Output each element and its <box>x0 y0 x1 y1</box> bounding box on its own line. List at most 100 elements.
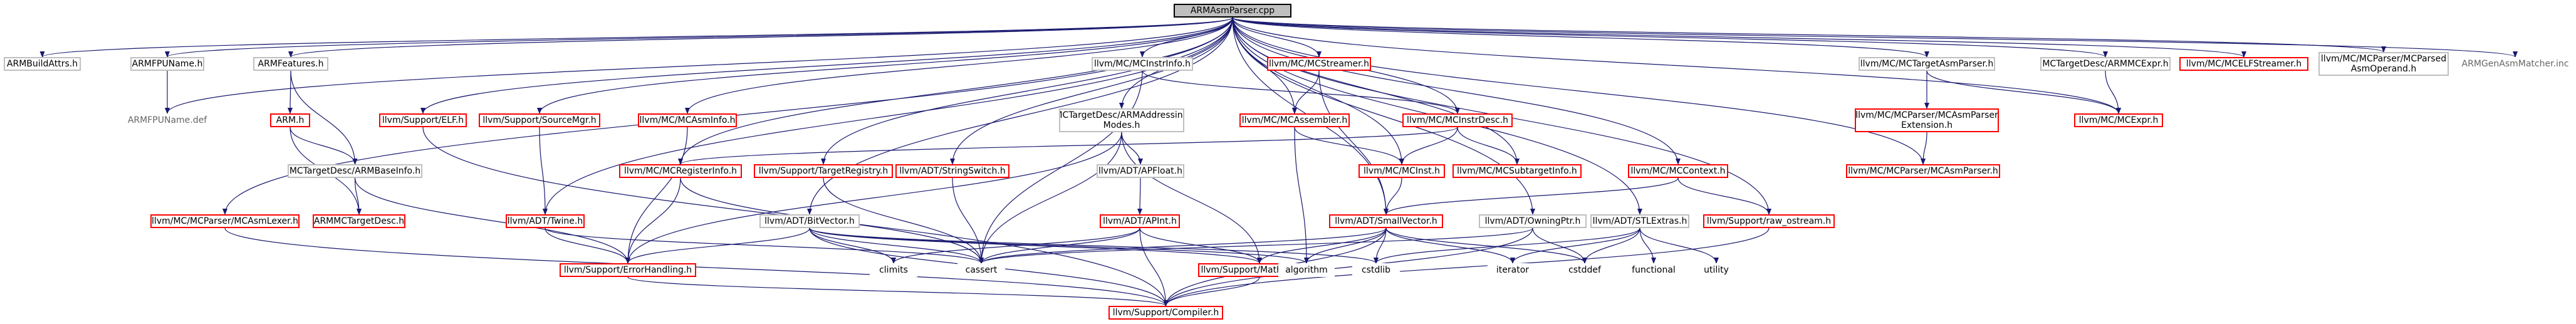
node-armgenasmmatcher-inc[interactable]: ARMGenAsmMatcher.inc <box>2459 57 2572 71</box>
node-climits[interactable]: climits <box>870 263 917 277</box>
node-armmcexpr[interactable]: MCTargetDesc/ARMMCExpr.h <box>2040 57 2171 71</box>
node-mc-mcasmparserextension[interactable]: llvm/MC/MCParser/MCAsmParser Extension.h <box>1855 108 1999 132</box>
node-mc-mcasminfo[interactable]: llvm/MC/MCAsmInfo.h <box>638 113 737 127</box>
edge-targetregistry-to-cassert <box>823 177 984 264</box>
edge-mcstreamer-to-mcassembler <box>1292 70 1320 114</box>
node-mc-mcasmparser[interactable]: llvm/MC/MCParser/MCAsmParser.h <box>1846 164 2000 178</box>
node-utility[interactable]: utility <box>1693 263 1739 277</box>
node-adt-twine[interactable]: llvm/ADT/Twine.h <box>506 214 585 228</box>
node-armbuildattrs[interactable]: ARMBuildAttrs.h <box>4 57 81 71</box>
edge-root-to-stringswitch <box>950 17 1233 165</box>
edge-mccontext-to-smallvector <box>1384 177 1679 215</box>
node-cassert[interactable]: cassert <box>957 263 1005 277</box>
edge-armbaseinfo-to-armmctargetdesc <box>354 177 362 215</box>
edge-root-to-armfeatures <box>288 17 1233 58</box>
edge-smallvector-to-algorithm <box>1304 227 1387 264</box>
node-armaddressingmodes[interactable]: MCTargetDesc/ARMAddressing Modes.h <box>1059 108 1184 132</box>
edge-mcinstrdesc-to-mcsubtargetinfo <box>1457 127 1520 165</box>
edge-stlextras-to-cstddef <box>1582 227 1640 264</box>
edge-sourcemgr-to-twine <box>539 127 548 215</box>
node-mc-mcregisterinfo[interactable]: llvm/MC/MCRegisterInfo.h <box>619 164 742 178</box>
edge-mcinstrinfo-to-mcinstrdesc <box>1142 70 1460 114</box>
edge-root-to-elf <box>420 17 1233 114</box>
node-mcasmlexer[interactable]: llvm/MC/MCParser/MCAsmLexer.h <box>150 214 300 228</box>
node-mc-mcinst[interactable]: llvm/MC/MCInst.h <box>1358 164 1445 178</box>
node-mc-mctargetasmparser[interactable]: llvm/MC/MCTargetAsmParser.h <box>1859 57 1995 71</box>
node-adt-bitvector[interactable]: llvm/ADT/BitVector.h <box>759 214 860 228</box>
edge-root-to-mcregisterinfo <box>678 17 1233 165</box>
edge-stlextras-to-iterator <box>1510 227 1640 264</box>
node-armfpuname-h[interactable]: ARMFPUName.h <box>130 57 204 71</box>
edge-twine-to-errorhandling <box>545 227 630 264</box>
edge-bitvector-to-mathextras <box>809 227 1262 264</box>
edge-mcassembler-to-mcinst <box>1294 127 1404 165</box>
node-mc-mcexpr[interactable]: llvm/MC/MCExpr.h <box>2074 113 2163 127</box>
node-armmctargetdesc[interactable]: ARMMCTargetDesc.h <box>313 214 405 228</box>
edge-root-to-mcasminfo <box>685 17 1233 114</box>
node-cstdlib[interactable]: cstdlib <box>1352 263 1400 277</box>
node-mc-mcstreamer[interactable]: llvm/MC/MCStreamer.h <box>1267 57 1371 71</box>
node-mc-mcinstrinfo[interactable]: llvm/MC/MCInstrInfo.h <box>1092 57 1193 71</box>
node-algorithm[interactable]: algorithm <box>1278 263 1335 277</box>
edge-armaddrmodes-to-mathextras <box>1121 132 1262 264</box>
edge-root-to-armmcexpr <box>1232 17 2108 58</box>
node-mc-mcinstrdesc[interactable]: llvm/MC/MCInstrDesc.h <box>1402 113 1513 127</box>
node-iterator[interactable]: iterator <box>1488 263 1538 277</box>
node-adt-stlextras[interactable]: llvm/ADT/STLExtras.h <box>1590 214 1689 228</box>
edge-stlextras-to-utility <box>1639 227 1719 264</box>
edge-smallvector-to-cassert <box>979 227 1387 264</box>
node-armfeatures[interactable]: ARMFeatures.h <box>253 57 328 71</box>
node-mc-mcassembler[interactable]: llvm/MC/MCAssembler.h <box>1239 113 1350 127</box>
edge-smallvector-to-mathextras <box>1257 227 1387 264</box>
edge-mcasminfo-to-errorhandling <box>625 127 688 264</box>
node-support-targetregistry[interactable]: llvm/Support/TargetRegistry.h <box>754 164 893 178</box>
node-mc-mcparsedasmoperand[interactable]: llvm/MC/MCParser/MCParsed AsmOperand.h <box>2318 52 2449 76</box>
edge-bitvector-to-cstdlib <box>809 227 1379 264</box>
node-support-compiler[interactable]: llvm/Support/Compiler.h <box>1108 306 1223 320</box>
edge-root-to-mcinst <box>1232 17 1404 165</box>
node-support-elf[interactable]: llvm/Support/ELF.h <box>379 113 467 127</box>
edge-apint-to-mathextras <box>1139 227 1262 264</box>
edge-twine-to-cassert <box>545 227 984 264</box>
edge-rawostream-to-compiler <box>1163 227 1770 306</box>
edge-armaddrmodes-to-cassert <box>979 132 1122 264</box>
edge-armmcexpr-to-mcexpr <box>2105 70 2121 114</box>
edge-root-to-armbuildattrs <box>40 17 1233 58</box>
node-mc-mcsubtargetinfo[interactable]: llvm/MC/MCSubtargetInfo.h <box>1452 164 1582 178</box>
node-cstddef[interactable]: cstddef <box>1560 263 1609 277</box>
edge-root-to-mcexpr <box>1232 17 2121 114</box>
node-support-raw-ostream[interactable]: llvm/Support/raw_ostream.h <box>1703 214 1835 228</box>
edge-mcregisterinfo-to-errorhandling <box>625 177 681 264</box>
edge-mcstreamer-to-smallvector <box>1318 70 1389 215</box>
edge-apint-to-compiler <box>1139 227 1169 306</box>
edge-root-to-sourcemgr <box>537 17 1233 114</box>
node-armasmparser-cpp[interactable]: ARMAsmParser.cpp <box>1174 4 1291 18</box>
edge-stlextras-to-functional <box>1639 227 1656 264</box>
edge-mcassembler-to-algorithm <box>1294 127 1309 264</box>
edge-root-to-twine <box>543 17 1233 215</box>
node-functional[interactable]: functional <box>1624 263 1683 277</box>
node-mc-mcelfstreamer[interactable]: llvm/MC/MCELFStreamer.h <box>2179 57 2308 71</box>
edge-owningptr-to-cassert <box>979 227 1533 264</box>
edge-smallvector-to-iterator <box>1385 227 1515 264</box>
node-armbaseinfo[interactable]: MCTargetDesc/ARMBaseInfo.h <box>288 164 422 178</box>
node-arm-h[interactable]: ARM.h <box>270 113 310 127</box>
node-adt-apfloat[interactable]: llvm/ADT/APFloat.h <box>1097 164 1184 178</box>
node-adt-owningptr[interactable]: llvm/ADT/OwningPtr.h <box>1479 214 1587 228</box>
edge-root-to-armgenasmmatcher <box>1232 17 2518 58</box>
edge-armfeatures-to-armbaseinfo <box>290 70 358 165</box>
edge-armaddrmodes-to-errorhandling <box>625 132 1122 264</box>
node-mc-mccontext[interactable]: llvm/MC/MCContext.h <box>1628 164 1728 178</box>
edge-root-to-armfpuname_def <box>165 17 1233 114</box>
edge-arm_h-to-armbaseinfo <box>289 127 358 165</box>
edge-mcinstrdesc-to-mcinst <box>1399 127 1458 165</box>
node-support-sourcemgr[interactable]: llvm/Support/SourceMgr.h <box>479 113 600 127</box>
node-adt-smallvector[interactable]: llvm/ADT/SmallVector.h <box>1329 214 1443 228</box>
edge-root-to-mcelfstreamer <box>1232 17 2246 58</box>
node-adt-apint[interactable]: llvm/ADT/APInt.h <box>1100 214 1180 228</box>
node-armfpuname-def[interactable]: ARMFPUName.def <box>124 113 211 127</box>
edge-apint-to-climits <box>891 227 1140 264</box>
node-adt-stringswitch[interactable]: llvm/ADT/StringSwitch.h <box>895 164 1009 178</box>
node-support-errorhandling[interactable]: llvm/Support/ErrorHandling.h <box>560 263 696 277</box>
